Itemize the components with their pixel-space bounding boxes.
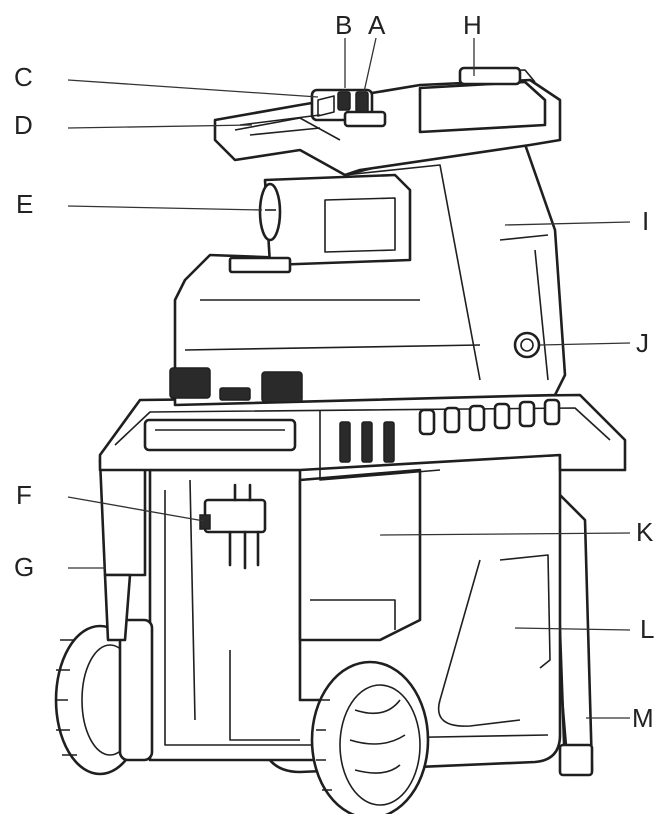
callout-leaders bbox=[67, 37, 631, 719]
label-d: D bbox=[14, 110, 33, 140]
label-m: M bbox=[632, 703, 654, 733]
label-b: B bbox=[335, 10, 352, 40]
label-h: H bbox=[463, 10, 482, 40]
side-vents bbox=[169, 367, 303, 403]
control-panel bbox=[310, 88, 387, 128]
switch-b bbox=[337, 91, 351, 111]
label-i: I bbox=[642, 206, 649, 236]
label-k: K bbox=[636, 517, 654, 547]
knob bbox=[513, 331, 541, 359]
vent-slots bbox=[339, 398, 561, 463]
overload-switch bbox=[258, 182, 282, 242]
top-cover bbox=[213, 66, 562, 177]
left-wheel bbox=[54, 618, 154, 776]
right-wheel bbox=[310, 660, 430, 814]
shredder-illustration bbox=[54, 66, 627, 814]
handle-post bbox=[98, 458, 147, 642]
motor-cover bbox=[228, 173, 412, 274]
callout-labels: B A H C D E I J F G K L M bbox=[14, 10, 654, 733]
label-f: F bbox=[16, 480, 32, 510]
label-e: E bbox=[16, 189, 33, 219]
label-l: L bbox=[640, 614, 654, 644]
switch-a bbox=[355, 91, 369, 113]
hopper bbox=[169, 128, 567, 407]
label-a: A bbox=[368, 10, 386, 40]
power-socket bbox=[199, 483, 267, 570]
label-j: J bbox=[636, 328, 649, 358]
motor-shoulder bbox=[98, 393, 627, 481]
label-c: C bbox=[14, 62, 33, 92]
label-g: G bbox=[14, 552, 34, 582]
